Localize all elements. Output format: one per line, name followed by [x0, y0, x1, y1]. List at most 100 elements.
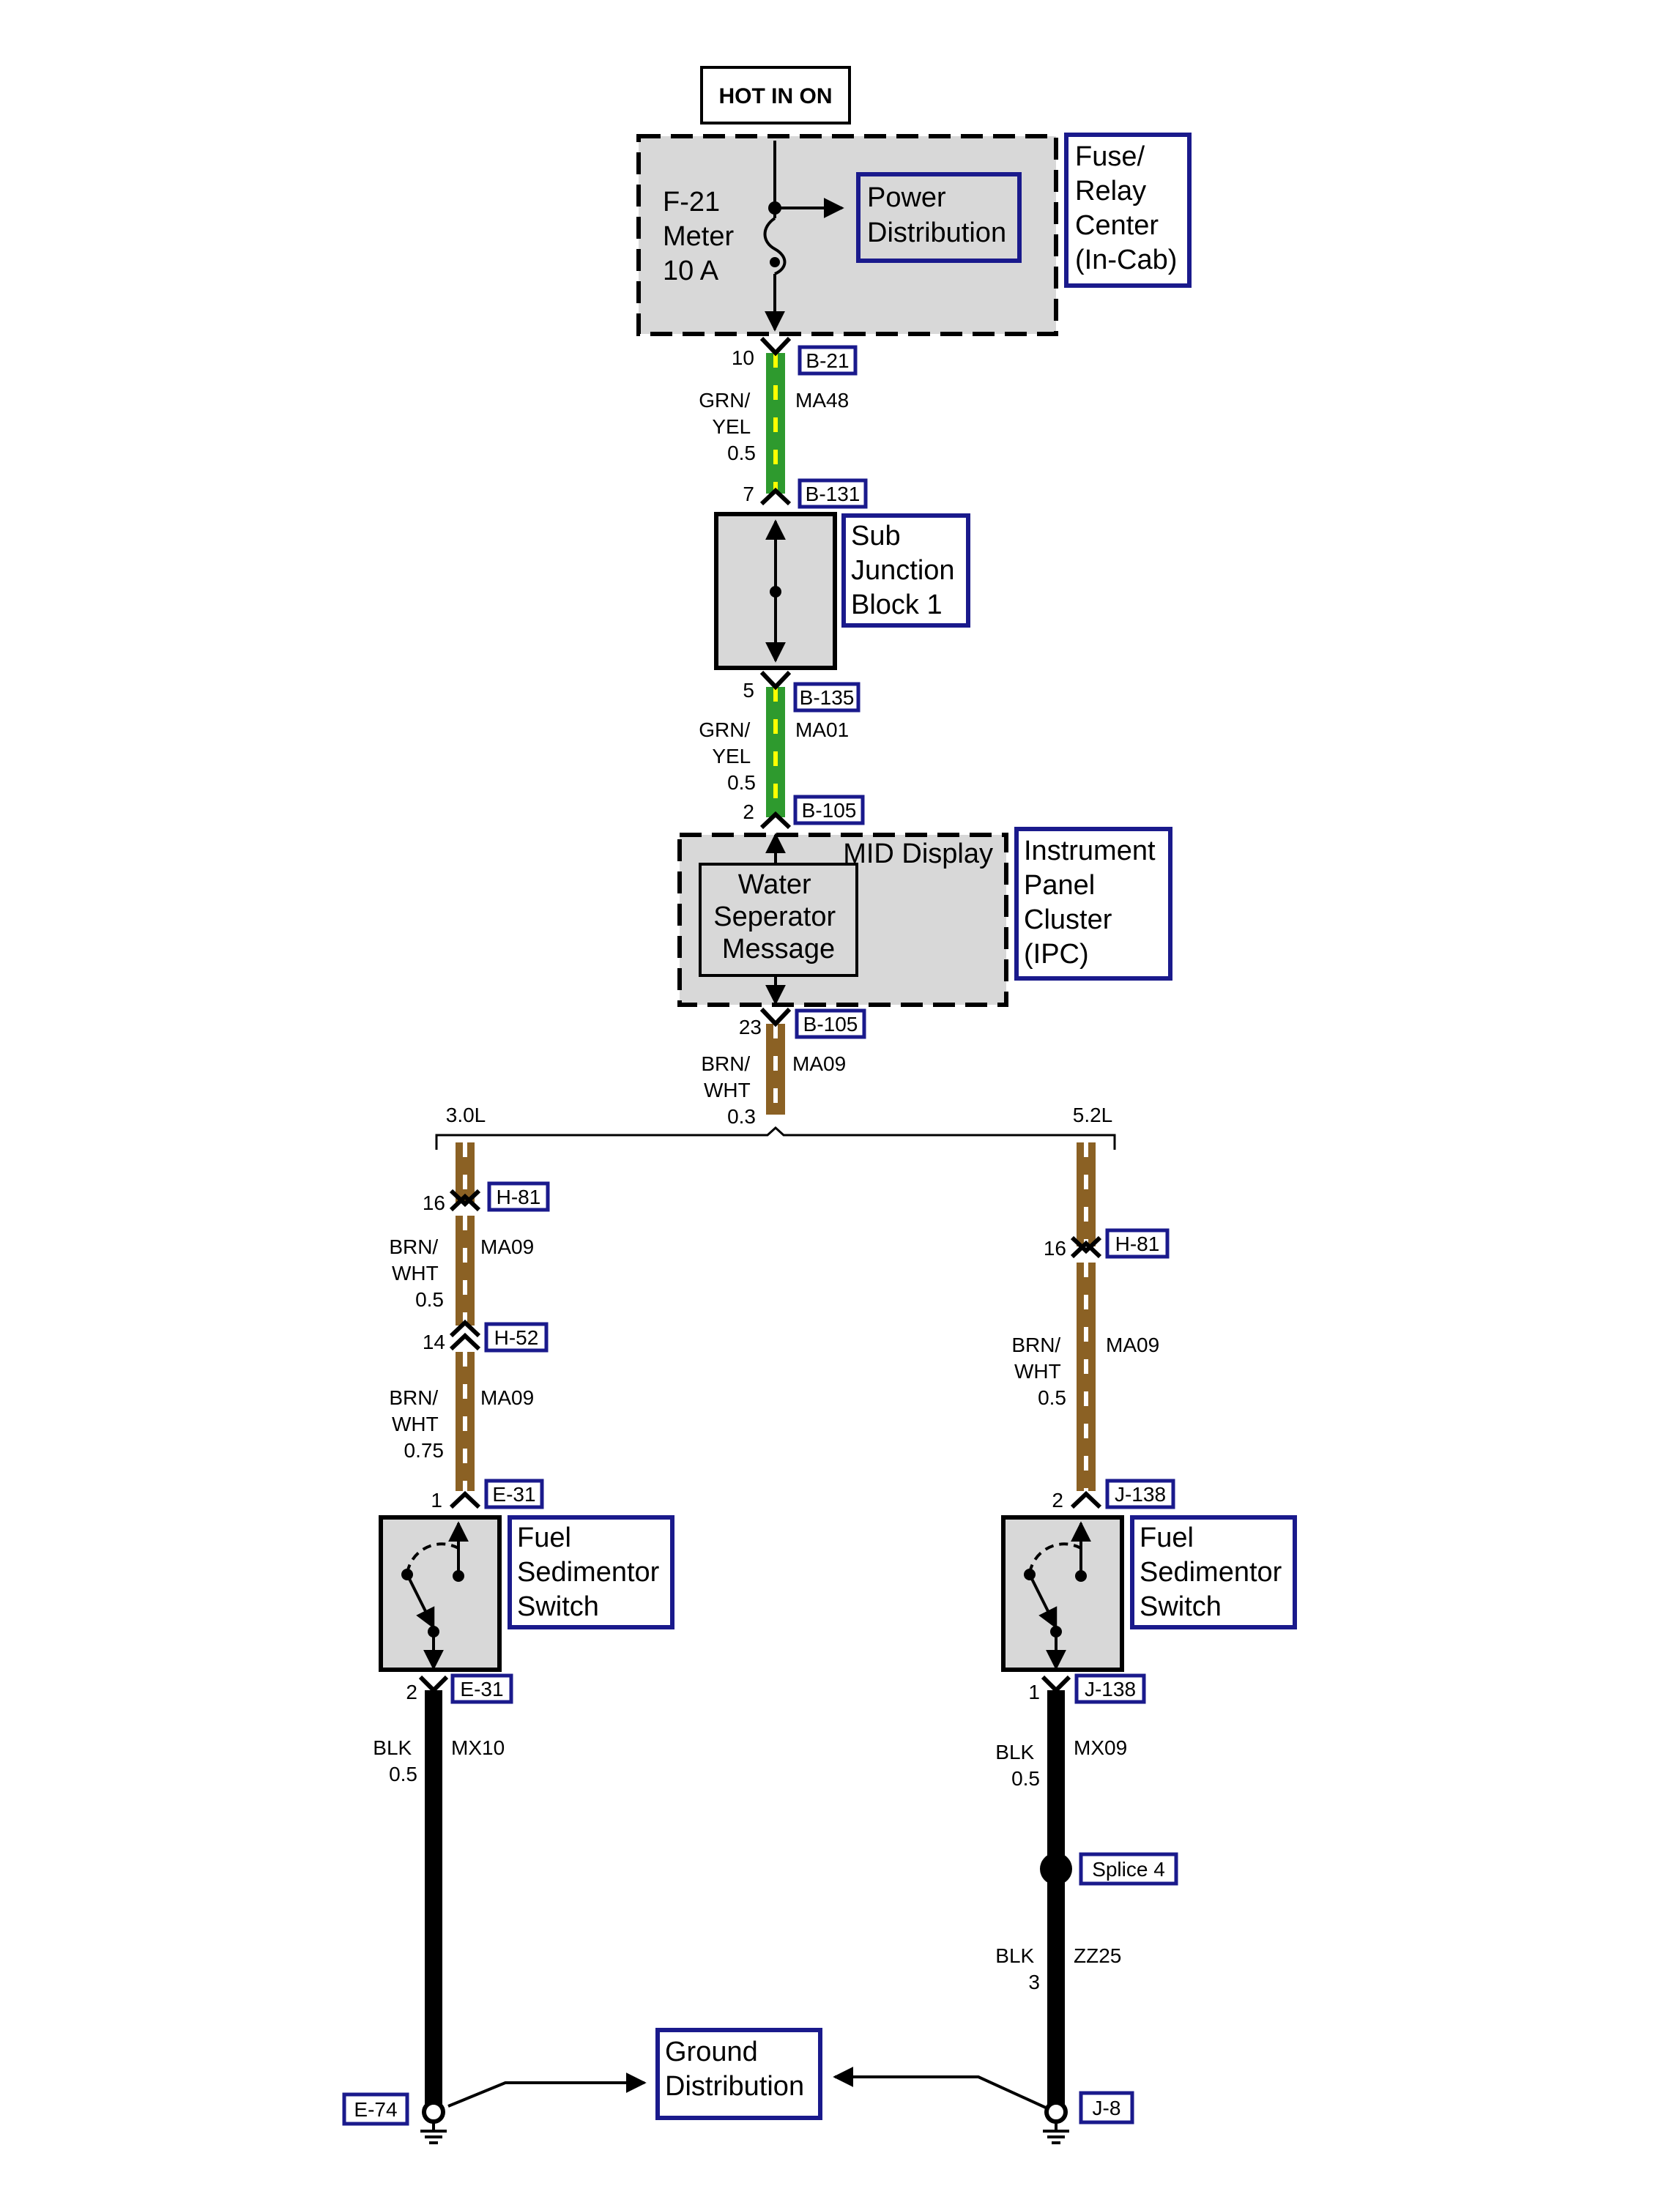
fuse-relay-center-link[interactable] — [1064, 133, 1192, 288]
connector-b135-link[interactable] — [793, 682, 861, 713]
mid-display-label: MID Display — [843, 839, 993, 869]
connector-h52-symbol-b — [449, 1332, 481, 1351]
engine-right-label: 5.2L — [1073, 1104, 1113, 1126]
connector-b105-top-symbol — [759, 811, 792, 830]
fuse-icon — [763, 217, 787, 275]
wire-ma48-color: GRN/ YEL 0.5 — [699, 389, 756, 464]
wire-mx10 — [425, 1690, 442, 2105]
ground-e74-label: E-74 — [354, 2098, 397, 2121]
connector-e31-bot-symbol — [418, 1675, 449, 1694]
pin-14: 14 — [423, 1331, 445, 1353]
switch-right-contact — [1075, 1570, 1087, 1582]
switch-right-arc — [1028, 1542, 1082, 1574]
switch-left-contact — [453, 1570, 464, 1582]
connector-b131-label: B-131 — [806, 483, 861, 505]
water-sep-box — [699, 863, 858, 977]
connector-e31-top-symbol — [449, 1490, 481, 1509]
connector-h81-right-link[interactable] — [1105, 1228, 1170, 1259]
fuse-relay-center-label: Fuse/ Relay Center (In-Cab) — [1075, 141, 1177, 275]
connector-j138-bot-link[interactable] — [1074, 1673, 1146, 1704]
wire-ma09-trunk-circuit: MA09 — [792, 1052, 846, 1075]
fuel-switch-left-link[interactable] — [508, 1515, 674, 1629]
pin-2-left: 2 — [406, 1681, 417, 1703]
connector-h81-left-symbol-b — [449, 1193, 481, 1212]
pin-5: 5 — [743, 679, 754, 702]
switch-left-arc — [406, 1542, 459, 1574]
pin-7: 7 — [743, 483, 754, 505]
connector-h81-right-symbol-a — [1070, 1235, 1102, 1254]
engine-left-label: 3.0L — [446, 1104, 486, 1126]
connector-j138-top-link[interactable] — [1105, 1479, 1175, 1509]
sub-junction-link[interactable] — [841, 513, 970, 628]
ipc-link[interactable] — [1014, 827, 1172, 981]
wire-ma09-trunk-color: BRN/ WHT 0.3 — [701, 1052, 756, 1128]
wire-left-ma09-a — [456, 1216, 475, 1326]
wire-left-ma09-b-circuit: MA09 — [480, 1386, 534, 1409]
connector-e31-bot-label: E-31 — [460, 1678, 503, 1700]
fuel-switch-right-label: Fuel Sedimentor Switch — [1140, 1523, 1290, 1622]
splice-4-dot — [1040, 1853, 1072, 1885]
switch-left-pivot — [401, 1569, 413, 1580]
fuel-switch-left-label: Fuel Sedimentor Switch — [517, 1523, 667, 1622]
connector-h81-right-symbol-b — [1070, 1240, 1102, 1259]
pin-16-left: 16 — [423, 1192, 445, 1214]
connector-b21-link[interactable] — [798, 345, 858, 376]
ipc-label: Instrument Panel Cluster (IPC) — [1024, 836, 1163, 970]
wire-right-ma09-circuit: MA09 — [1106, 1334, 1159, 1356]
connector-e31-top-link[interactable] — [484, 1479, 544, 1509]
wire-right-ma09-color: BRN/ WHT 0.5 — [1011, 1334, 1066, 1409]
connector-h81-right-label: H-81 — [1115, 1233, 1160, 1255]
pin-2: 2 — [743, 800, 754, 823]
connector-b105-top-link[interactable] — [793, 795, 865, 825]
connector-b105-top-label: B-105 — [802, 799, 857, 822]
power-distribution-link[interactable] — [856, 172, 1022, 263]
connector-e31-bot-link[interactable] — [450, 1673, 513, 1704]
pin-1-right: 1 — [1028, 1681, 1040, 1703]
connector-b105-bot-label: B-105 — [803, 1013, 858, 1036]
pin-23: 23 — [739, 1016, 762, 1038]
ground-j8-label: J-8 — [1093, 2097, 1121, 2119]
ground-j8-link[interactable] — [1079, 2091, 1134, 2124]
wire-left-ma09-a-circuit: MA09 — [480, 1235, 534, 1258]
connector-b131-symbol — [759, 487, 792, 506]
ground-distribution-link[interactable] — [655, 2028, 822, 2120]
connector-h52-link[interactable] — [484, 1322, 549, 1353]
hot-in-on-label: HOT IN ON — [719, 84, 833, 108]
connector-b131-link[interactable] — [798, 478, 868, 509]
connector-b21-label: B-21 — [806, 349, 849, 372]
connector-b105-bot-link[interactable] — [795, 1008, 866, 1039]
splice-4-link[interactable] — [1079, 1852, 1178, 1886]
wire-mx10-circuit: MX10 — [451, 1736, 505, 1759]
wire-left-ma09-a-color: BRN/ WHT 0.5 — [389, 1235, 444, 1311]
switch-right-pivot — [1024, 1569, 1036, 1580]
fuel-switch-right-link[interactable] — [1130, 1515, 1297, 1629]
connector-j138-top-label: J-138 — [1115, 1483, 1166, 1506]
connector-b105-bot-symbol — [759, 1007, 792, 1027]
connector-h81-left-label: H-81 — [497, 1186, 541, 1208]
ground-e74-link[interactable] — [342, 2092, 409, 2126]
connector-h52-label: H-52 — [494, 1326, 539, 1349]
engine-option-bracket — [435, 1126, 1116, 1150]
sub-junction-label: Sub Junction Block 1 — [851, 521, 962, 620]
ground-right-arrow — [833, 2067, 1047, 2109]
pin-2-right: 2 — [1052, 1489, 1063, 1512]
switch-left-blade — [406, 1574, 435, 1629]
connector-e31-top-label: E-31 — [492, 1483, 535, 1506]
connector-j138-bot-symbol — [1041, 1675, 1071, 1694]
wire-right-upper — [1077, 1142, 1096, 1246]
hot-in-on-box — [700, 66, 851, 124]
wire-ma01-color: GRN/ YEL 0.5 — [699, 718, 756, 794]
wire-zz25-circuit: ZZ25 — [1074, 1944, 1121, 1967]
wire-mx10-color: BLK 0.5 — [373, 1736, 417, 1785]
fuse-node-lower — [770, 257, 780, 267]
wire-mx09-zz25 — [1047, 1690, 1065, 2105]
connector-b21-symbol — [759, 336, 792, 357]
fuel-sedimentor-switch-right — [1001, 1515, 1124, 1672]
pin-1-left: 1 — [431, 1489, 442, 1512]
ground-left-arrow — [447, 2073, 647, 2108]
pin-16-right: 16 — [1044, 1237, 1066, 1260]
splice-4-label: Splice 4 — [1092, 1858, 1165, 1881]
connector-h52-symbol-a — [449, 1319, 481, 1338]
connector-h81-left-link[interactable] — [487, 1181, 550, 1212]
